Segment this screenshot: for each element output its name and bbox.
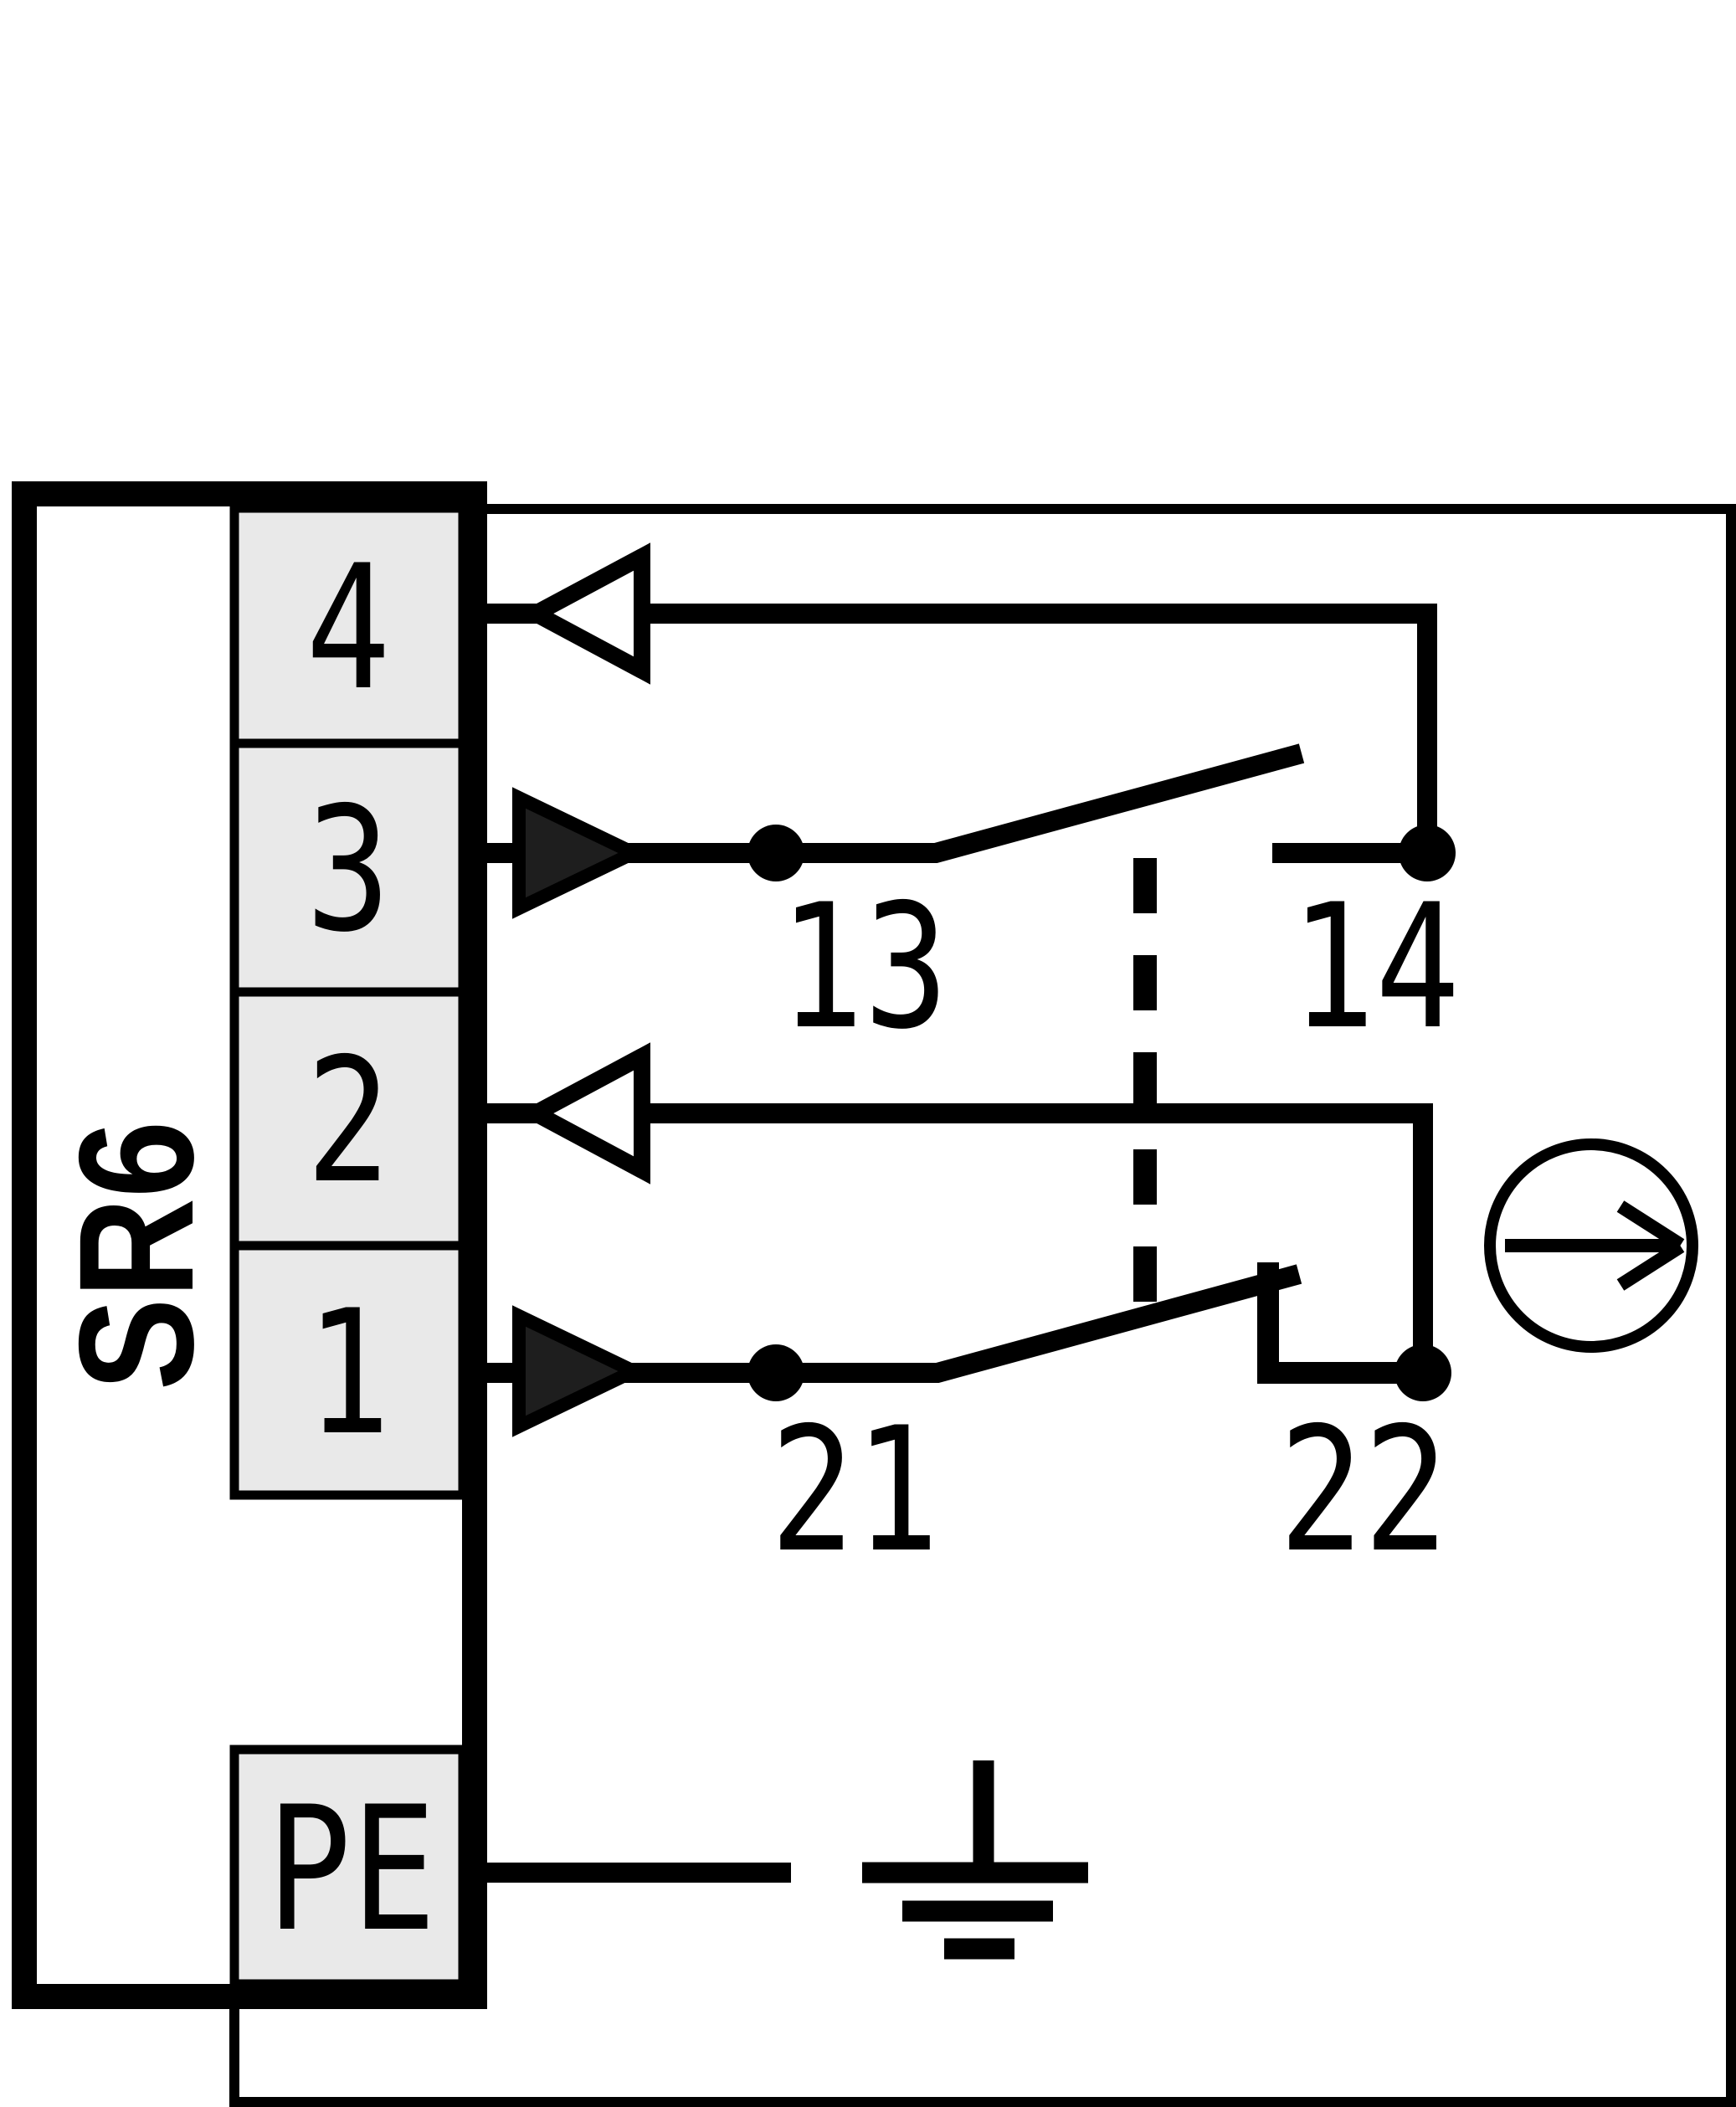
contact-label-22: 22	[1279, 1391, 1448, 1591]
terminal-label-1: 1	[306, 1274, 390, 1473]
earth-ground-icon	[862, 1760, 1088, 1960]
terminal-box-3	[229, 738, 468, 997]
terminal-label-2: 2	[306, 1022, 390, 1221]
input-arrow-terminal-3-icon	[512, 787, 650, 919]
nc-fixed-contact	[1257, 1262, 1423, 1384]
contact-dot-13	[747, 825, 804, 881]
contact-label-13: 13	[779, 868, 948, 1067]
output-arrow-terminal-2-icon	[517, 1042, 650, 1185]
contact-dot-21	[747, 1344, 804, 1401]
input-arrow-terminal-1-icon	[512, 1305, 650, 1437]
terminal-label-4: 4	[306, 529, 390, 728]
output-arrow-terminal-4-icon	[517, 542, 650, 685]
terminal-strip: 4 3 2 1 PE	[229, 503, 468, 1989]
contact-label-14: 14	[1291, 868, 1460, 1067]
contact-dot-14	[1399, 825, 1456, 881]
contact-label-21: 21	[770, 1391, 939, 1591]
device-name-label: SR6	[45, 1121, 228, 1390]
wire-terminal-4	[477, 604, 1437, 853]
terminal-box-pe	[229, 1745, 468, 1989]
positive-opening-symbol-icon	[1484, 1138, 1698, 1353]
contact-dot-22	[1394, 1344, 1451, 1401]
terminal-box-2	[229, 987, 468, 1251]
terminal-label-3: 3	[306, 771, 390, 970]
terminal-box-1	[229, 1241, 468, 1500]
wire-terminal-2	[477, 1103, 1433, 1373]
terminal-label-pe: PE	[267, 1770, 436, 1970]
